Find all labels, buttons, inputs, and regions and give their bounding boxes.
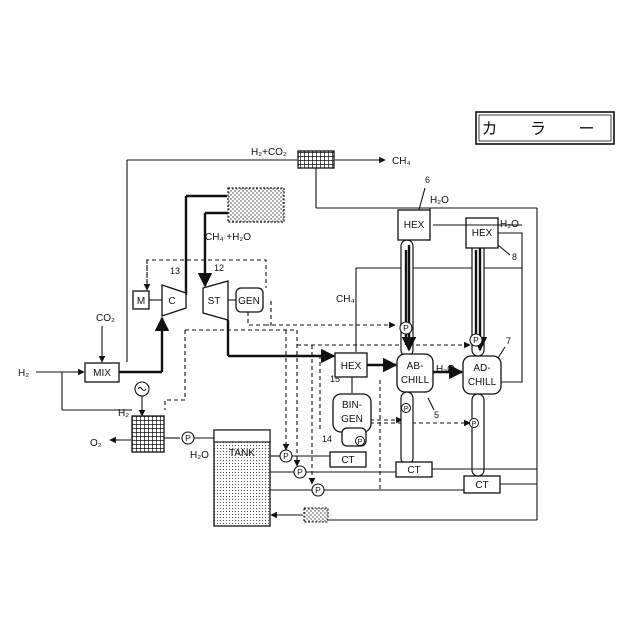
h2-co2-label: H₂+CO₂ xyxy=(251,147,287,158)
electrolyzer-box xyxy=(132,416,164,452)
ab-chill-box xyxy=(397,354,433,392)
tank-label: TANK xyxy=(229,448,255,459)
ab-chill-label-1: AB- xyxy=(407,361,424,372)
dash-electrolyzer-control xyxy=(165,400,185,410)
ad-chill-box xyxy=(463,356,501,394)
co2-label: CO₂ xyxy=(96,313,115,324)
color-badge: カ ラ ー xyxy=(476,112,614,144)
h2-feed-label: H₂ xyxy=(18,368,29,379)
steam-turbine-label: ST xyxy=(208,296,221,307)
compressor-label: C xyxy=(168,296,175,307)
o2-label: O₂ xyxy=(90,438,102,449)
ab-chill-lower-tube xyxy=(401,392,413,464)
hex-main-label: HEX xyxy=(341,361,362,372)
h2o-hex6-label: H₂O xyxy=(430,195,449,206)
h2-electrolyzer-label: H₂ xyxy=(118,408,129,419)
ref-6: 6 xyxy=(425,175,430,185)
ad-chill-label-2: CHILL xyxy=(468,377,497,388)
mix-label: MIX xyxy=(93,368,111,379)
ref-5: 5 xyxy=(434,410,439,420)
ref-7: 7 xyxy=(506,336,511,346)
ref-7-leader xyxy=(498,347,505,358)
ref-6-leader xyxy=(418,188,425,213)
ref-8: 8 xyxy=(512,252,517,262)
ref-5-leader xyxy=(428,398,434,410)
generator-label: GEN xyxy=(238,296,260,307)
ch4-h2o-vessel xyxy=(228,188,284,222)
hex-8-label: HEX xyxy=(472,228,493,239)
hex8-loop-line xyxy=(498,233,522,382)
badge-text: カ ラ ー xyxy=(482,121,609,138)
ad-chill-label-1: AD- xyxy=(473,363,490,374)
ch4-h2o-label: CH₄ +H₂O xyxy=(205,232,251,243)
h2o-chill-label: H₂O xyxy=(436,364,455,375)
ct-1-label: CT xyxy=(341,455,354,466)
pump-ab-label: P xyxy=(403,323,409,333)
pump-tank-1-label: P xyxy=(283,451,289,461)
ct-3-label: CT xyxy=(475,480,488,491)
pump-tank-2-label: P xyxy=(297,467,303,477)
bin-gen-label-2: GEN xyxy=(341,414,363,425)
pump-electrolyzer-label: P xyxy=(185,433,191,443)
return-cooler xyxy=(304,508,328,522)
ad-chill-lower-tube xyxy=(472,394,484,476)
hex-6-label: HEX xyxy=(404,220,425,231)
motor-label: M xyxy=(137,296,145,307)
pump-tank-3-label: P xyxy=(315,485,321,495)
pump-bingen-label: P xyxy=(358,439,363,446)
ref-13: 13 xyxy=(170,266,180,276)
pump-ab-lower-label: P xyxy=(404,406,409,413)
ref-12: 12 xyxy=(214,263,224,273)
ch4-output-label: CH₄ xyxy=(392,156,411,167)
methanation-reactor xyxy=(298,151,334,168)
ch4-feed-label: CH₄ xyxy=(336,294,355,305)
pump-ad-label: P xyxy=(473,335,479,345)
ab-chill-label-2: CHILL xyxy=(401,375,430,386)
ref-14: 14 xyxy=(322,434,332,444)
water-tank xyxy=(214,430,270,526)
pump-ad-lower-label: P xyxy=(472,421,477,428)
h2o-feed-label: H₂O xyxy=(190,450,209,461)
ct-2-label: CT xyxy=(407,465,420,476)
bin-gen-label-1: BIN- xyxy=(342,400,362,411)
ref-8-leader xyxy=(498,245,510,255)
